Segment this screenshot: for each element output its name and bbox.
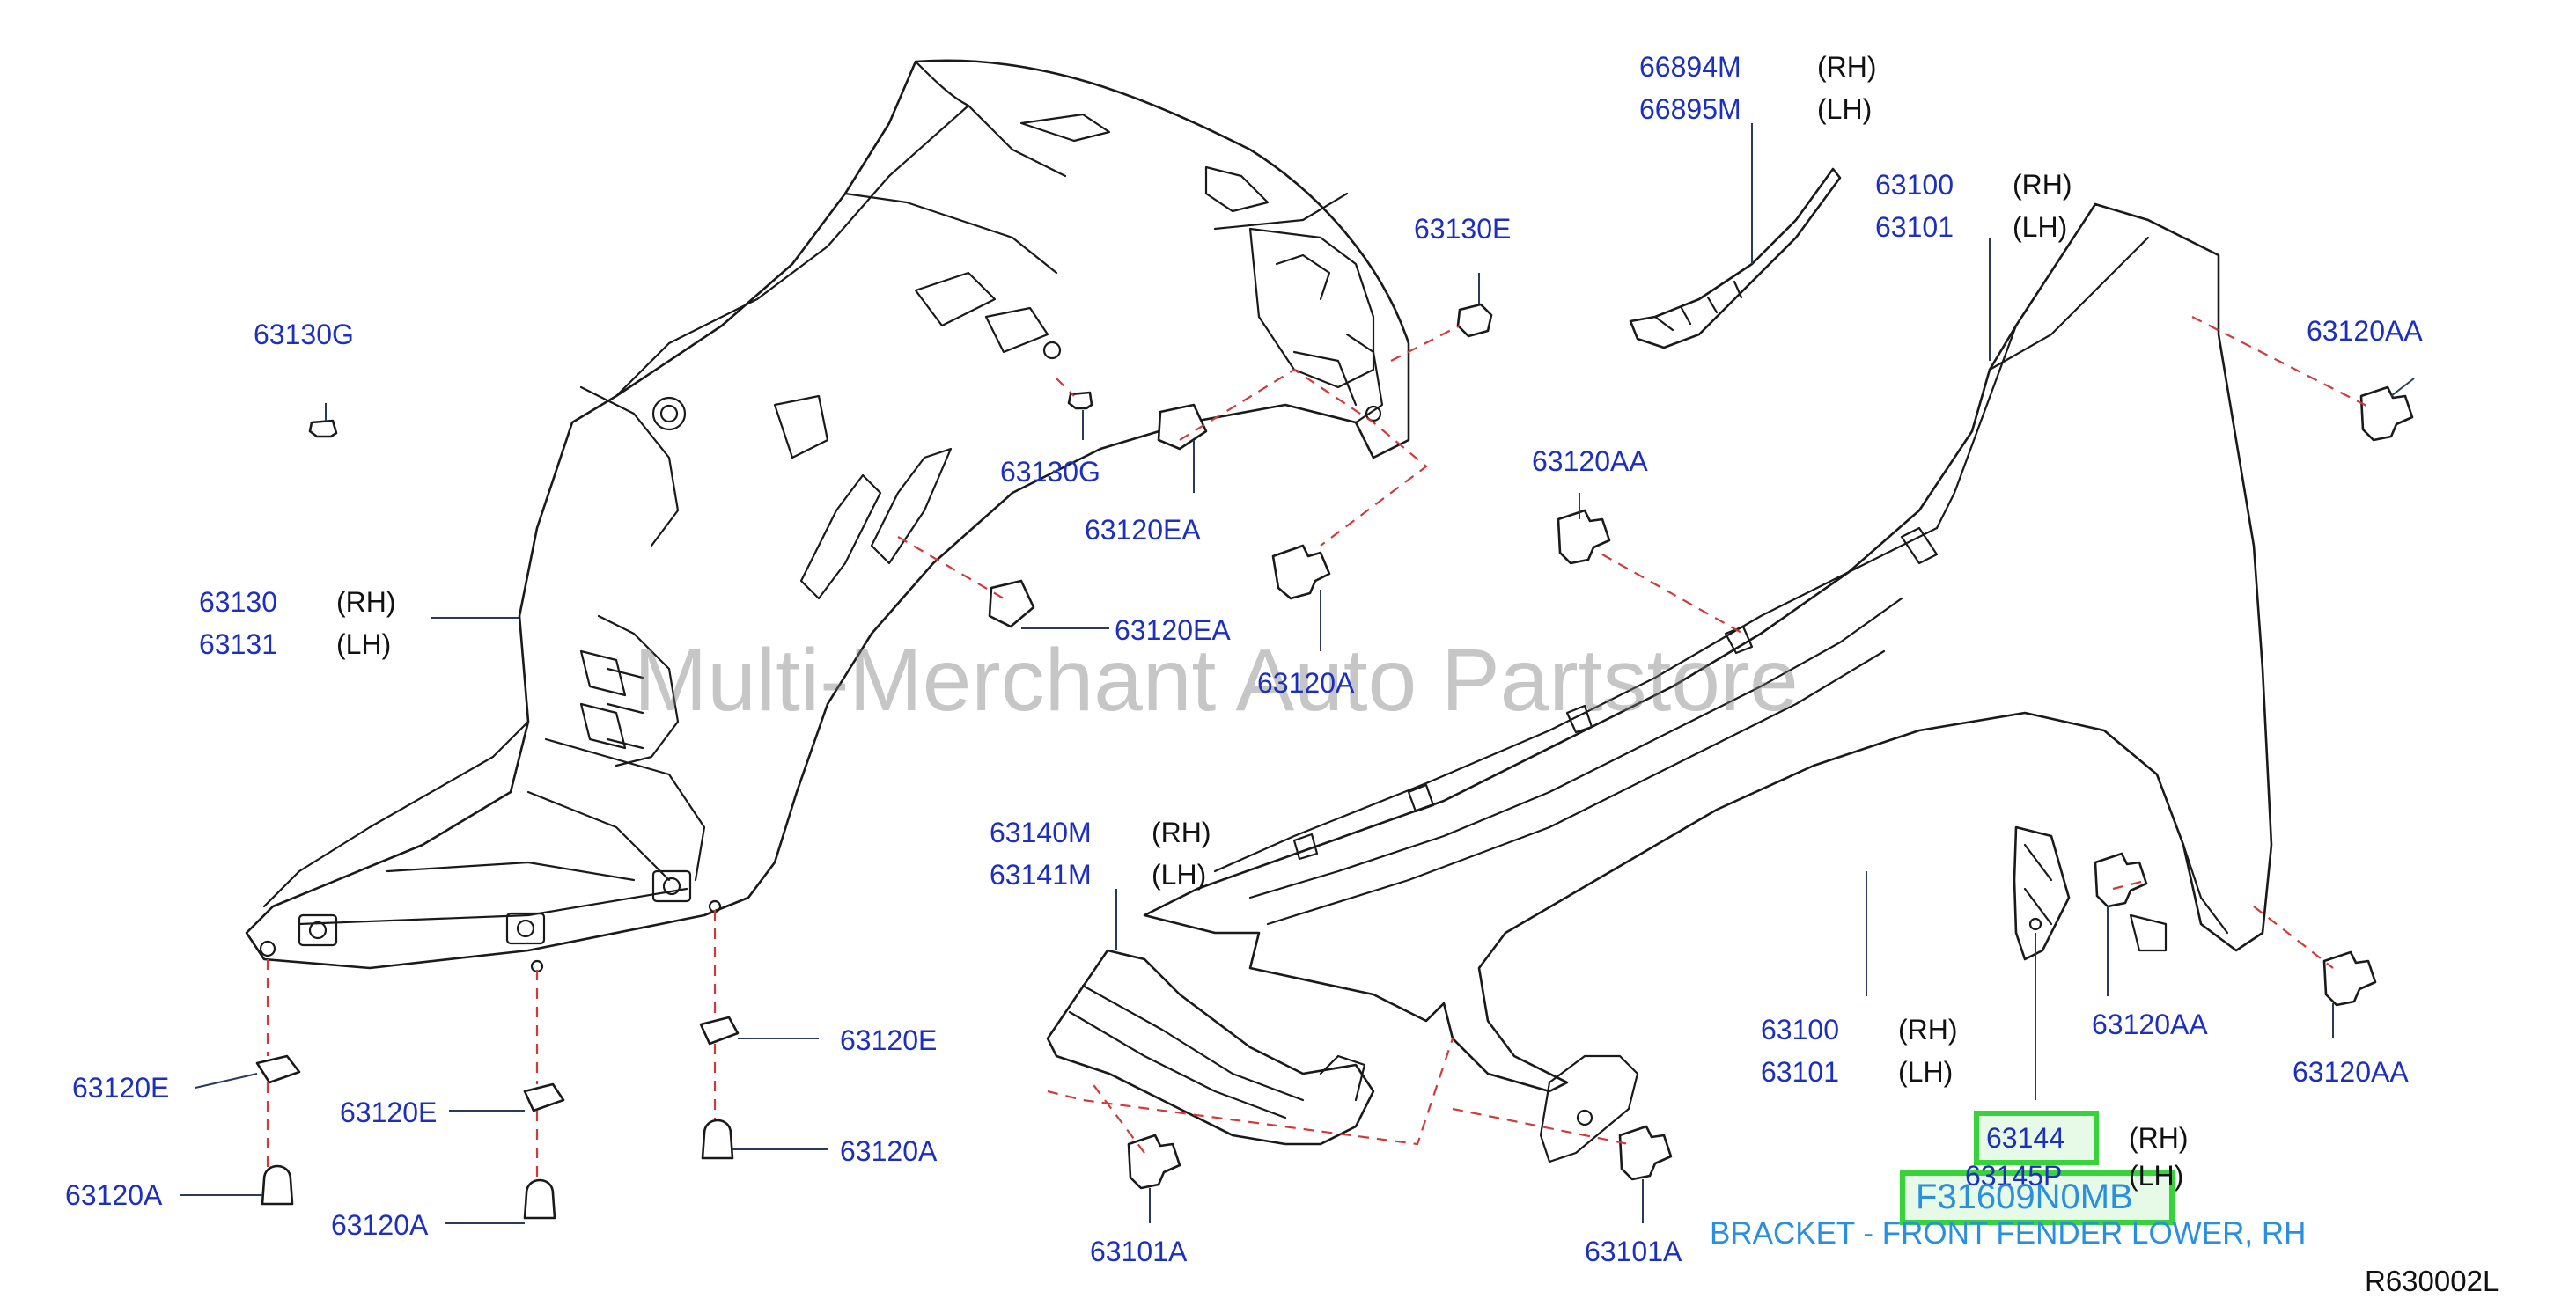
callout-66895m: 66895M: [1639, 93, 1741, 125]
side-rh-63100-top: (RH): [2013, 169, 2072, 201]
side-rh-66894m: (RH): [1817, 51, 1877, 83]
side-lh-63101-bottom: (LH): [1898, 1056, 1954, 1088]
leader-lines: [180, 123, 2415, 1224]
alignment-lines: [266, 316, 2369, 1179]
callout-63101-bottom: 63101: [1761, 1056, 1839, 1088]
highlighted-part-description: BRACKET - FRONT FENDER LOWER, RH: [1710, 1216, 2307, 1251]
callout-63120aa-bottom-right: 63120AA: [2293, 1056, 2409, 1088]
side-rh-63100-bottom: (RH): [1898, 1014, 1958, 1046]
callout-63101-top: 63101: [1875, 211, 1954, 243]
callout-63120aa-bracket: 63120AA: [2092, 1009, 2208, 1040]
callout-63145p: 63145P: [1965, 1160, 2063, 1192]
callout-63141m: 63141M: [990, 859, 1092, 891]
callout-63130g-mid: 63130G: [1000, 456, 1100, 488]
callout-63120a-left: 63120A: [65, 1179, 163, 1211]
callout-63120e-left: 63120E: [72, 1072, 170, 1104]
callout-63120a-center: 63120A: [331, 1209, 429, 1241]
side-lh-63145p: (LH): [2129, 1160, 2184, 1192]
callout-63131: 63131: [199, 628, 277, 660]
callout-63120e-right: 63120E: [840, 1024, 938, 1056]
fasteners: [255, 303, 2414, 1220]
drawing-code: R630002L: [2365, 1265, 2499, 1297]
callout-63144[interactable]: 63144: [1986, 1122, 2064, 1154]
callout-63140m: 63140M: [990, 817, 1092, 848]
side-rh-63130: (RH): [336, 586, 396, 618]
callout-63120aa-mid: 63120AA: [1532, 445, 1648, 477]
callout-66894m: 66894M: [1639, 51, 1741, 83]
side-lh-63101-top: (LH): [2013, 211, 2068, 243]
highlighted-sku-box[interactable]: [1900, 1170, 2175, 1225]
highlighted-sku-text[interactable]: F31609N0MB: [1916, 1178, 2133, 1216]
callout-63120ea-lower: 63120EA: [1115, 614, 1231, 646]
callout-63130: 63130: [199, 586, 277, 618]
callout-63101a-right: 63101A: [1585, 1236, 1682, 1267]
front-fender-drawing: [1143, 202, 2273, 1163]
side-lh-63141m: (LH): [1152, 859, 1207, 891]
side-rh-63140m: (RH): [1152, 817, 1211, 848]
side-lh-66895m: (LH): [1817, 93, 1873, 125]
molding-drawing: [1629, 167, 1842, 349]
highlighted-part-box[interactable]: [1974, 1111, 2099, 1165]
callout-63120aa-top-right: 63120AA: [2307, 315, 2423, 347]
callout-63101a-left: 63101A: [1090, 1236, 1188, 1267]
callout-63120ea-upper: 63120EA: [1085, 514, 1201, 546]
fender-liner-drawing: [245, 59, 1410, 973]
splash-shield-drawing: [1046, 949, 1375, 1146]
fender-bracket-drawing: [2013, 825, 2071, 961]
side-lh-63131: (LH): [336, 628, 392, 660]
side-rh-63144: (RH): [2129, 1122, 2189, 1154]
callout-63100-bottom: 63100: [1761, 1014, 1839, 1046]
callout-63120e-center: 63120E: [340, 1097, 438, 1128]
callout-63130e: 63130E: [1414, 213, 1512, 245]
callout-63120a-mid: 63120A: [1257, 667, 1355, 699]
callout-63100-top: 63100: [1875, 169, 1954, 201]
callout-63120a-right: 63120A: [840, 1135, 938, 1167]
callout-63130g-left: 63130G: [254, 319, 354, 350]
watermark-text: Multi-Merchant Auto Partstore: [634, 631, 1799, 730]
